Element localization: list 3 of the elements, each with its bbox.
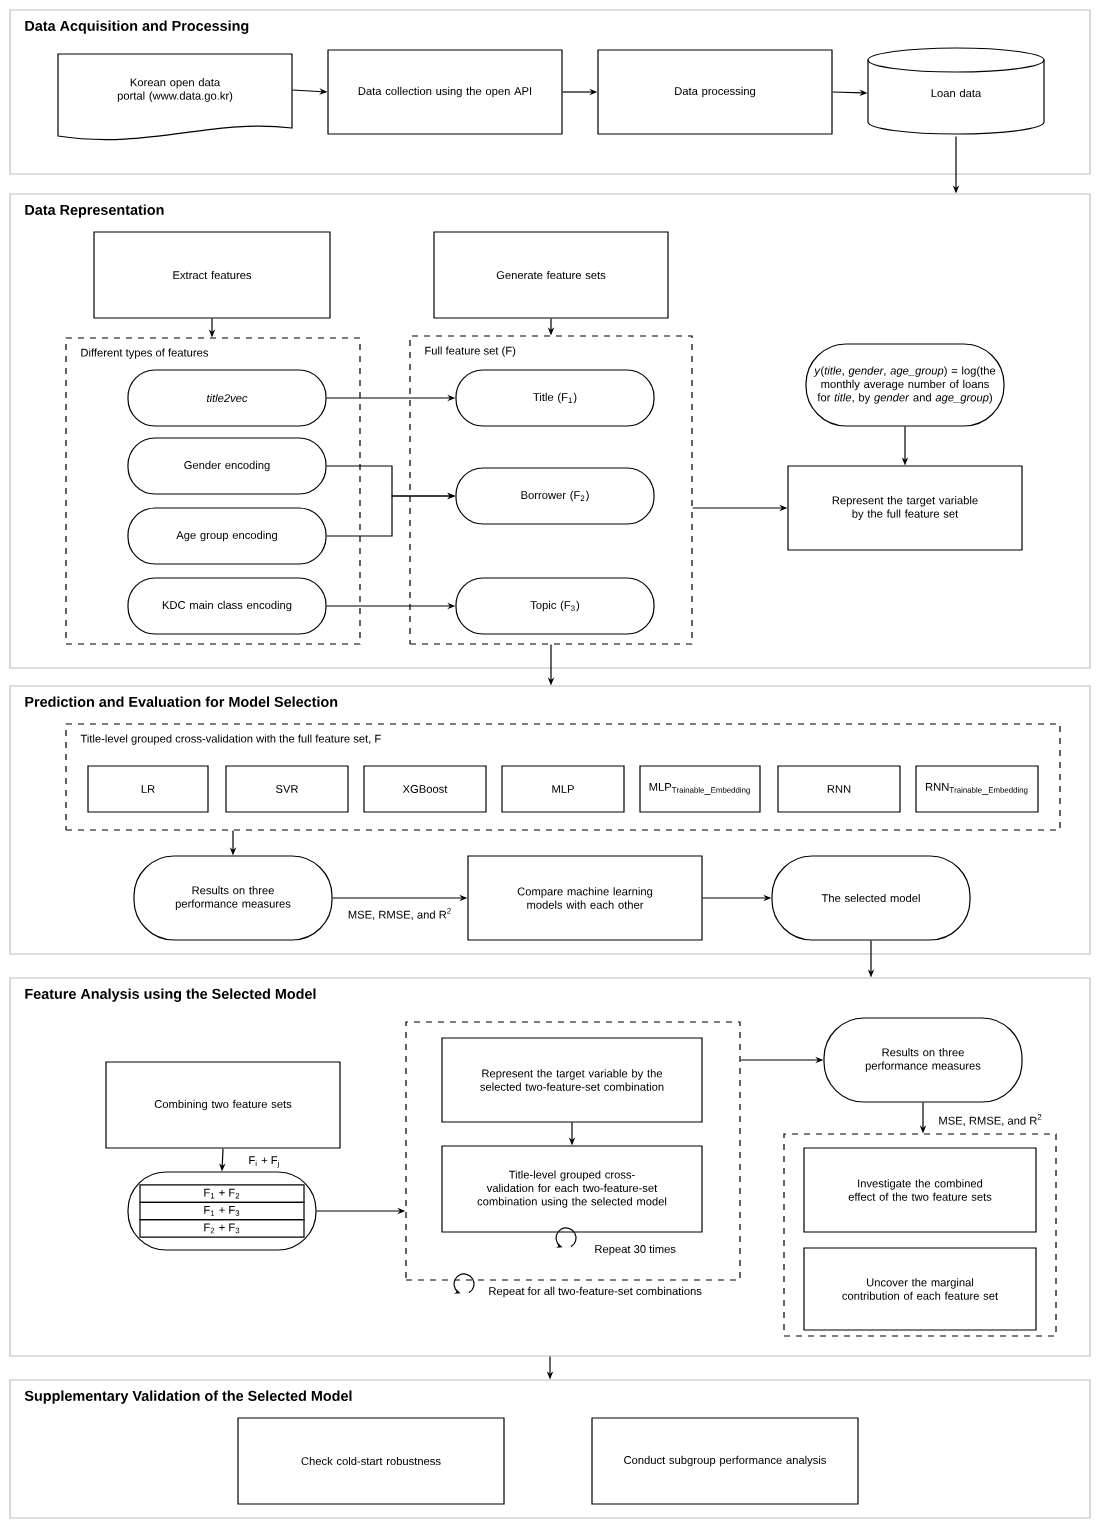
dashed-group-box — [783, 1133, 1057, 1337]
process-box: $\mathrm{RNN}_{\mathrm{Trainable\_Embedding}}$ — [915, 765, 1039, 813]
process-box: $\mathrm{MLP}_{\mathrm{Trainable\_Embedding}}$ — [639, 765, 761, 813]
